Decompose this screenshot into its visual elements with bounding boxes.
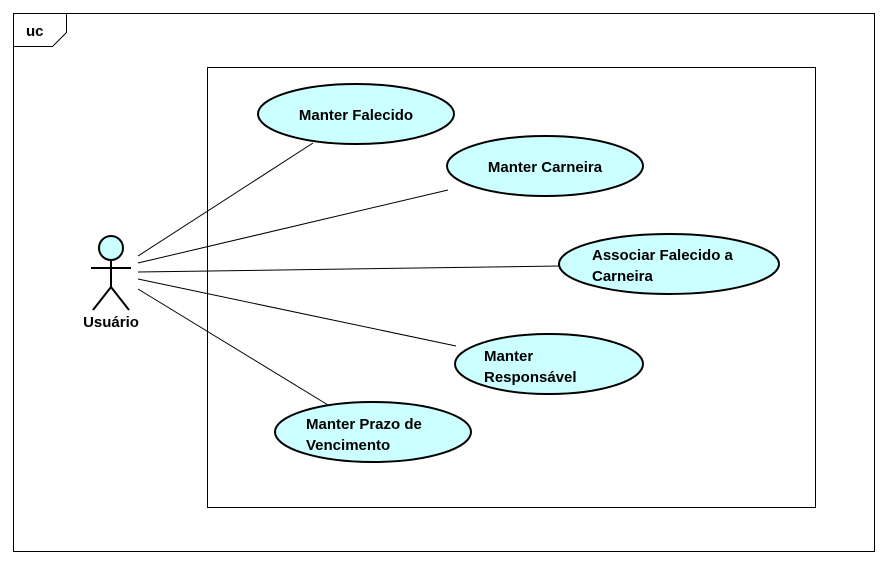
- use-case-uc3[interactable]: Associar Falecido a Carneira: [558, 233, 780, 295]
- actor-head-icon: [98, 235, 124, 261]
- use-case-ellipse: [558, 233, 780, 295]
- use-case-uc2[interactable]: Manter Carneira: [446, 135, 644, 197]
- association-line-uc3[interactable]: [137, 265, 561, 273]
- frame-label: uc: [26, 23, 44, 40]
- association-line-uc1[interactable]: [137, 142, 314, 257]
- use-case-label-line1: Manter Prazo de: [306, 416, 422, 433]
- use-case-ellipse: [257, 83, 455, 145]
- system-boundary: [207, 67, 816, 508]
- actor-left-leg: [92, 286, 112, 311]
- actor-label: Usuário: [83, 314, 139, 331]
- actor-usuario[interactable]: Usuário: [83, 235, 139, 331]
- use-case-uc4[interactable]: Manter Responsável: [454, 333, 644, 395]
- use-case-label-line1: Associar Falecido a: [592, 247, 734, 264]
- association-line-uc5[interactable]: [137, 288, 329, 406]
- use-case-ellipse: [274, 401, 472, 463]
- frame-label-tab: [13, 13, 67, 47]
- associations: [137, 142, 561, 406]
- use-case-uc1[interactable]: Manter Falecido: [257, 83, 455, 145]
- use-case-label: Manter Carneira: [488, 159, 603, 176]
- use-case-label-line2: Vencimento: [306, 437, 390, 454]
- association-line-uc4[interactable]: [137, 278, 457, 347]
- use-case-ellipse: [454, 333, 644, 395]
- use-case-label-line1: Manter: [484, 348, 533, 365]
- use-case-label-line2: Carneira: [592, 268, 654, 285]
- use-case-label-line2: Responsável: [484, 369, 577, 386]
- use-case-uc5[interactable]: Manter Prazo de Vencimento: [274, 401, 472, 463]
- use-case-label: Manter Falecido: [299, 107, 413, 124]
- use-case-ellipse: [446, 135, 644, 197]
- actor-right-leg: [110, 286, 130, 311]
- association-line-uc2[interactable]: [137, 189, 449, 264]
